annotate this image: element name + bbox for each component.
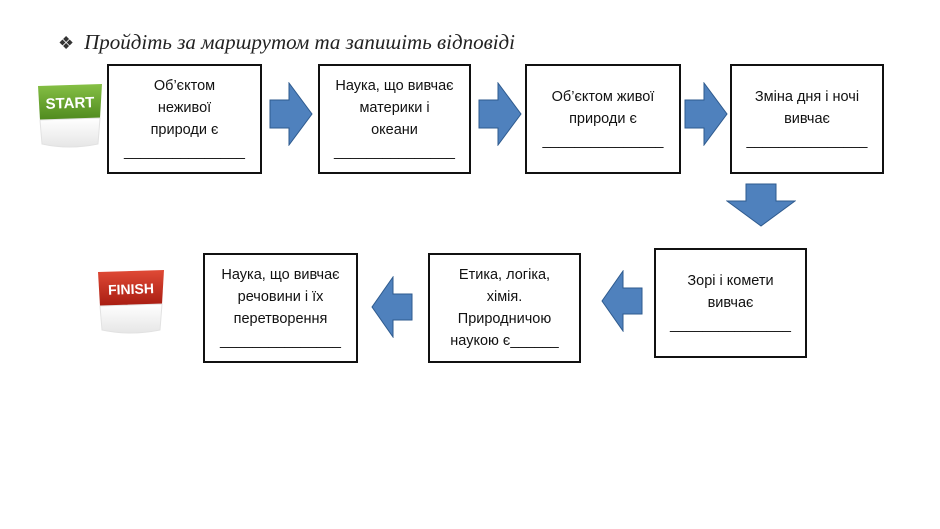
box-line: Об’єктом живої xyxy=(551,89,655,105)
box-line: природи є xyxy=(569,111,637,127)
answer-blank[interactable]: _______________ xyxy=(334,144,455,160)
answer-blank[interactable]: _______________ xyxy=(746,133,868,149)
arrow-down-icon xyxy=(726,183,796,227)
diamond-bullet-icon: ❖ xyxy=(58,33,75,53)
route-box-7: Наука, що вивчає речовини і їх перетворе… xyxy=(203,253,358,363)
box-line: перетворення xyxy=(233,311,328,327)
answer-blank[interactable]: _______________ xyxy=(220,333,341,349)
box-line: Зорі і комети xyxy=(687,273,774,289)
answer-blank[interactable]: _______________ xyxy=(542,133,664,149)
box-line: материки і xyxy=(359,100,430,116)
box-line: вивчає xyxy=(707,295,754,311)
arrow-right-icon xyxy=(478,82,522,146)
box-line: Наука, що вивчає xyxy=(221,267,340,283)
box-line: Зміна дня і ночі xyxy=(754,89,860,105)
box-line: неживої xyxy=(157,100,212,116)
answer-blank[interactable]: _______________ xyxy=(670,317,791,333)
start-flag: START xyxy=(38,84,102,148)
route-box-1: Об’єктом неживої природи є _____________… xyxy=(107,64,262,174)
route-box-5: Зорі і комети вивчає _______________ xyxy=(654,248,807,358)
box-line: хімія. xyxy=(486,289,523,305)
arrow-left-icon xyxy=(371,276,413,338)
box-line: океани xyxy=(371,122,418,138)
route-box-6: Етика, логіка, хімія. Природничою наукою… xyxy=(428,253,581,363)
arrow-left-icon xyxy=(601,270,643,332)
finish-label: FINISH xyxy=(108,280,154,298)
box-line: Наука, що вивчає xyxy=(335,78,454,94)
finish-flag: FINISH xyxy=(98,270,164,334)
box-line: вивчає xyxy=(784,111,830,127)
arrow-right-icon xyxy=(684,82,728,146)
box-line: Природничою xyxy=(457,311,552,327)
route-box-3: Об’єктом живої природи є _______________ xyxy=(525,64,681,174)
box-line: природи є xyxy=(150,122,219,138)
answer-blank[interactable]: _______________ xyxy=(124,144,245,160)
start-label: START xyxy=(45,94,94,113)
route-box-4: Зміна дня і ночі вивчає _______________ xyxy=(730,64,884,174)
answer-blank[interactable]: наукою є______ xyxy=(450,333,559,349)
box-line: речовини і їх xyxy=(237,289,324,305)
arrow-right-icon xyxy=(269,82,313,146)
task-title-text: Пройдіть за маршрутом та запишіть відпов… xyxy=(84,30,515,54)
box-line: Етика, логіка, xyxy=(458,267,551,283)
route-box-2: Наука, що вивчає материки і океани _____… xyxy=(318,64,471,174)
task-title: ❖ Пройдіть за маршрутом та запишіть відпо… xyxy=(58,30,515,55)
box-line: Об’єктом xyxy=(153,78,216,94)
